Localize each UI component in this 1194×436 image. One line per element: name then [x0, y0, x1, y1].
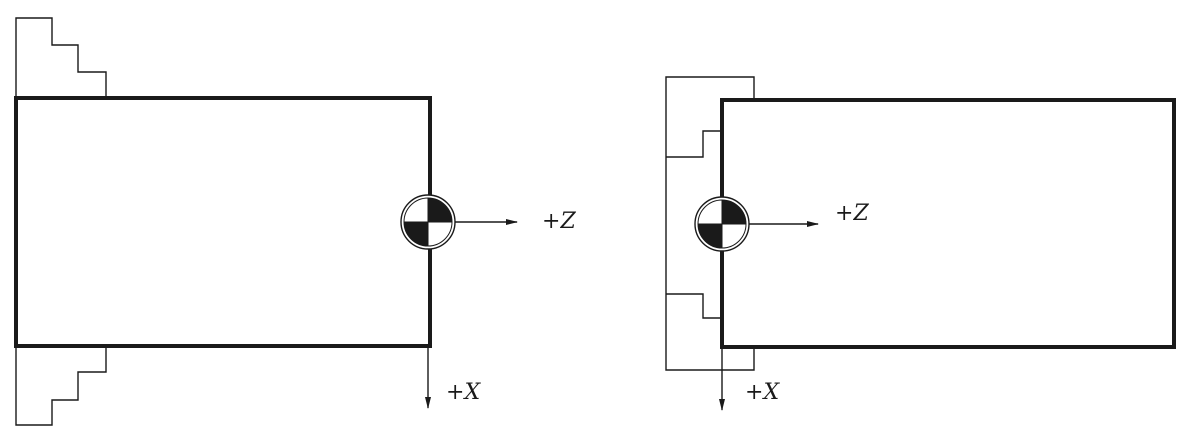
workpiece [14, 96, 432, 348]
origin-symbol [400, 194, 456, 250]
chuck-jaw-top [666, 130, 722, 158]
origin-symbol [694, 196, 750, 252]
x-axis-label: +X [446, 380, 481, 405]
chuck-jaw-top [15, 17, 107, 98]
z-axis-label: +Z [542, 209, 576, 234]
chuck-jaw-bottom [15, 346, 107, 426]
diagram-right: +Z +X [665, 76, 1176, 411]
x-axis-label: +X [745, 380, 780, 405]
diagram-left: +Z +X [14, 17, 576, 426]
z-axis-label: +Z [835, 201, 869, 226]
chuck-jaw-bottom [666, 293, 722, 319]
chuck-body [665, 76, 755, 371]
